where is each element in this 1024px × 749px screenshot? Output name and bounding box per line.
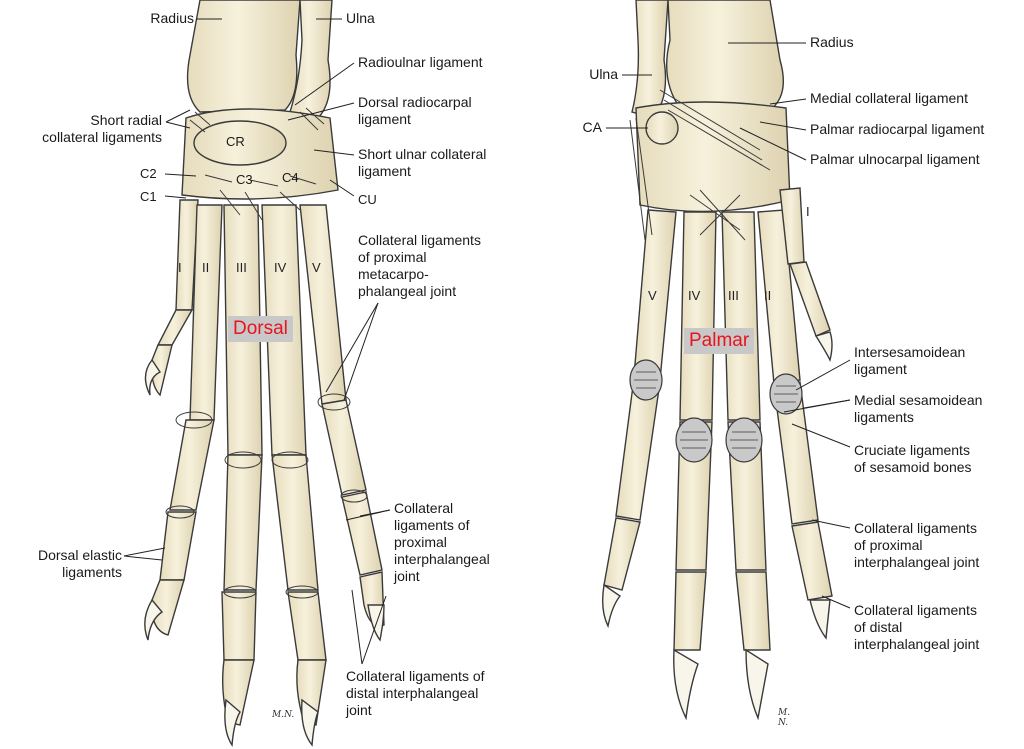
palmar-view-drawing: V IV III II I xyxy=(603,0,832,718)
dorsal-numeral-3: III xyxy=(236,260,247,275)
label-cu: CU xyxy=(358,192,377,207)
palmar-numeral-5: V xyxy=(648,288,657,303)
dorsal-digit-3 xyxy=(224,455,262,590)
palmar-metacarpal-4 xyxy=(680,212,716,420)
label-palmar-radiocarpal-ligament: Palmar radiocarpal ligament xyxy=(810,121,984,138)
palmar-ulna-bone xyxy=(632,0,668,118)
label-palmar-ulna: Ulna xyxy=(560,66,618,83)
label-dorsal-ulna: Ulna xyxy=(346,10,375,27)
label-radioulnar-ligament: Radioulnar ligament xyxy=(358,54,483,71)
label-medial-sesamoidean-ligaments: Medial sesamoidean ligaments xyxy=(854,392,982,426)
label-dorsal-radius: Radius xyxy=(134,10,194,27)
dorsal-digit-1 xyxy=(158,310,192,345)
label-dorsal-radiocarpal-ligament: Dorsal radiocarpal ligament xyxy=(358,94,472,128)
label-collateral-mcp: Collateral ligaments of proximal metacar… xyxy=(358,232,481,300)
dorsal-metacarpal-5 xyxy=(300,205,346,404)
dorsal-numeral-5: V xyxy=(312,260,321,275)
palmar-numeral-2: II xyxy=(764,288,771,303)
label-c2: C2 xyxy=(140,166,157,181)
palmar-view-label: Palmar xyxy=(684,328,754,354)
palmar-radius-bone xyxy=(667,0,784,110)
label-cruciate-ligaments: Cruciate ligaments of sesamoid bones xyxy=(854,442,972,476)
label-short-ulnar-collateral: Short ulnar collateral ligament xyxy=(358,146,486,180)
palmar-numeral-1: I xyxy=(806,204,810,219)
label-intersesamoidean-ligament: Intersesamoidean ligament xyxy=(854,344,965,378)
label-cr: CR xyxy=(226,134,245,149)
label-dorsal-collateral-pip: Collateral ligaments of proximal interph… xyxy=(394,500,490,585)
dorsal-view-drawing: I II III IV V xyxy=(145,0,384,745)
dorsal-numeral-1: I xyxy=(178,260,182,275)
label-c1: C1 xyxy=(140,189,157,204)
label-ca: CA xyxy=(560,119,602,136)
dorsal-signature: M.N. xyxy=(272,710,294,720)
palmar-numeral-3: III xyxy=(728,288,739,303)
dorsal-digit-4 xyxy=(272,455,318,590)
label-c3: C3 xyxy=(236,172,253,187)
dorsal-numeral-2: II xyxy=(202,260,209,275)
palmar-signature: M. N. xyxy=(778,708,790,728)
label-palmar-radius: Radius xyxy=(810,34,854,51)
palmar-numeral-4: IV xyxy=(688,288,701,303)
label-palmar-collateral-pip: Collateral ligaments of proximal interph… xyxy=(854,520,979,571)
palmar-digit-5 xyxy=(616,378,660,520)
dorsal-numeral-4: IV xyxy=(274,260,287,275)
dorsal-view-label: Dorsal xyxy=(228,316,293,342)
dorsal-digit-2 xyxy=(170,420,214,510)
label-palmar-ulnocarpal-ligament: Palmar ulnocarpal ligament xyxy=(810,151,980,168)
label-dorsal-collateral-dip: Collateral ligaments of distal interphal… xyxy=(346,668,485,719)
palmar-accessory-carpal xyxy=(646,112,678,144)
label-medial-collateral-ligament: Medial collateral ligament xyxy=(810,90,968,107)
dorsal-digit-5 xyxy=(322,400,366,495)
label-palmar-collateral-dip: Collateral ligaments of distal interphal… xyxy=(854,602,979,653)
palmar-metacarpal-3 xyxy=(722,212,760,420)
label-short-radial-collateral: Short radial collateral ligaments xyxy=(10,112,162,146)
label-c4: C4 xyxy=(282,170,299,185)
dorsal-radius-bone xyxy=(188,0,300,112)
label-dorsal-elastic-ligaments: Dorsal elastic ligaments xyxy=(10,547,122,581)
